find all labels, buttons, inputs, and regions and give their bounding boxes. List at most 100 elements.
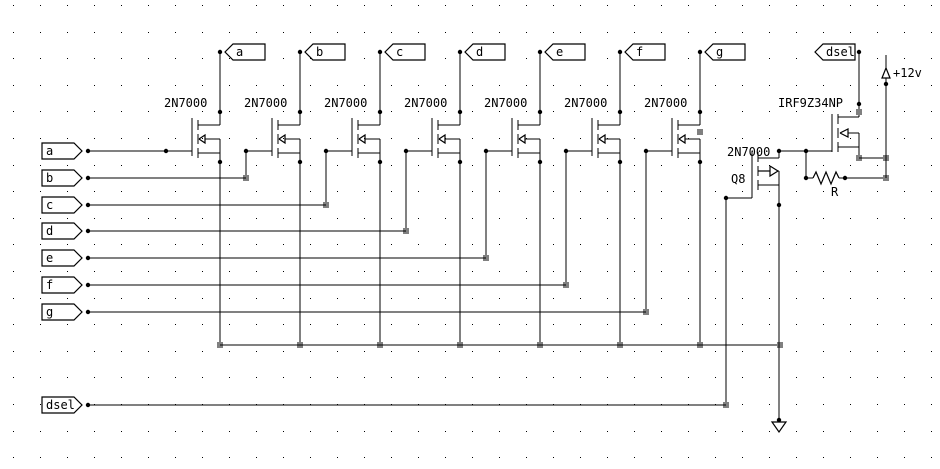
grid-dot [13, 298, 14, 299]
grid-dot [877, 324, 878, 325]
segment-driver-f: 2N7000 [88, 49, 623, 348]
grid-dot [526, 351, 527, 352]
grid-dot [67, 111, 68, 112]
grid-dot [310, 431, 311, 432]
grid-dot [607, 85, 608, 86]
nmos-transistor [351, 112, 381, 162]
grid-dot [823, 191, 824, 192]
grid-dot [472, 85, 473, 86]
grid-dot [13, 5, 14, 6]
grid-dot [337, 377, 338, 378]
grid-dot [796, 85, 797, 86]
grid-dot [256, 85, 257, 86]
input-port-a: a [41, 142, 91, 160]
grid-dot [823, 377, 824, 378]
grid-dot [364, 351, 365, 352]
grid-dot [499, 138, 500, 139]
grid-dot [148, 32, 149, 33]
grid-dot [526, 85, 527, 86]
grid-dot [40, 58, 41, 59]
junction-dot [85, 228, 91, 234]
grid-dot [121, 271, 122, 272]
grid-dot [283, 377, 284, 378]
grid-dot [67, 324, 68, 325]
grid-dot [121, 244, 122, 245]
grid-dot [121, 32, 122, 33]
grid-dot [580, 165, 581, 166]
grid-dot [877, 298, 878, 299]
grid-dot [229, 457, 230, 458]
grid-dot [904, 111, 905, 112]
grid-dot [796, 324, 797, 325]
grid-dot [391, 218, 392, 219]
input-port-e: e [41, 249, 91, 267]
port-box [544, 43, 586, 61]
grid-dot [418, 271, 419, 272]
grid-dot [364, 324, 365, 325]
grid-dot [607, 5, 608, 6]
grid-dot [202, 431, 203, 432]
grid-dot [67, 138, 68, 139]
grid-dot [661, 431, 662, 432]
grid-dot [607, 165, 608, 166]
grid-dot [310, 191, 311, 192]
grid-dot [229, 271, 230, 272]
grid-dot [607, 271, 608, 272]
grid-dot [850, 324, 851, 325]
grid-dot [94, 298, 95, 299]
grid-dot [283, 138, 284, 139]
grid-dot [445, 377, 446, 378]
grid-dot [94, 111, 95, 112]
grid-dot [877, 244, 878, 245]
grid-dot [742, 298, 743, 299]
grid-dot [202, 457, 203, 458]
grid-dot [256, 5, 257, 6]
grid-dot [445, 298, 446, 299]
grid-dot [364, 58, 365, 59]
grid-dot [121, 85, 122, 86]
body-arrow [518, 133, 526, 145]
grid-dot [553, 85, 554, 86]
grid-dot [877, 271, 878, 272]
grid-dot [499, 271, 500, 272]
ground-icon [770, 421, 788, 434]
grid-dot [175, 431, 176, 432]
junction-dot [842, 175, 848, 181]
grid-dot [526, 324, 527, 325]
grid-dot [121, 324, 122, 325]
grid-dot [904, 431, 905, 432]
grid-dot [715, 111, 716, 112]
grid-dot [337, 351, 338, 352]
grid-dot [742, 138, 743, 139]
junction-dot [537, 49, 543, 55]
grid-dot [904, 457, 905, 458]
grid-dot [445, 111, 446, 112]
grid-dot [931, 165, 932, 166]
grid-dot [175, 138, 176, 139]
port-label: f [46, 278, 53, 292]
grid-dot [202, 191, 203, 192]
grid-dot [931, 271, 932, 272]
grid-dot [661, 111, 662, 112]
grid-dot [364, 5, 365, 6]
grid-dot [229, 165, 230, 166]
grid-dot [148, 218, 149, 219]
port-label: f [636, 45, 643, 59]
grid-dot [229, 138, 230, 139]
grid-dot [553, 165, 554, 166]
grid-dot [229, 377, 230, 378]
grid-dot [931, 351, 932, 352]
grid-dot [256, 32, 257, 33]
grid-dot [121, 351, 122, 352]
grid-dot [526, 191, 527, 192]
grid-dot [202, 138, 203, 139]
grid-dot [634, 244, 635, 245]
grid-dot [310, 5, 311, 6]
grid-dot [688, 165, 689, 166]
grid-dot [337, 457, 338, 458]
grid-dot [715, 271, 716, 272]
grid-dot [67, 5, 68, 6]
grid-dot [310, 58, 311, 59]
grid-dot [499, 85, 500, 86]
grid-dot [310, 271, 311, 272]
